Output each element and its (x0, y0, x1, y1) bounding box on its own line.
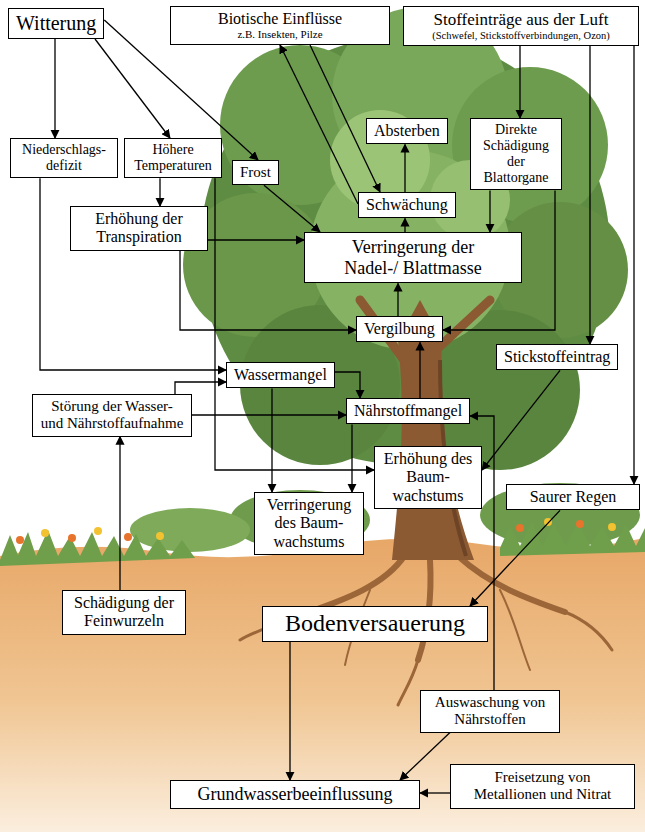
flower (156, 532, 164, 540)
box-label: Witterung (16, 12, 96, 35)
box-label: Absterben (374, 122, 440, 140)
arrow-connector (335, 372, 360, 398)
flower (124, 533, 132, 541)
process-box: Nährstoffmangel (346, 398, 470, 424)
arrow-connector (95, 39, 170, 138)
process-box: Saurer Regen (506, 484, 640, 510)
effect-box: Grundwasserbeeinflussung (170, 780, 420, 809)
arrow-connector (589, 46, 590, 344)
flower (544, 518, 552, 526)
roots (240, 555, 612, 705)
process-box: Bodenversauerung (262, 606, 488, 642)
box-label: Schädigung der Feinwurzeln (70, 594, 178, 631)
effect-box: Absterben (366, 118, 448, 144)
soil (0, 538, 645, 832)
box-label: Niederschlags- defizit (18, 142, 110, 174)
effect-box: Verringerung des Baum- wachstums (254, 492, 364, 555)
effect-box: Vergilbung (356, 316, 443, 342)
box-label: Biotische Einflüsse (178, 10, 382, 28)
flower (41, 529, 49, 537)
box-label: Stoffeinträge aus der Luft (411, 10, 631, 30)
arrow-connector (208, 239, 304, 240)
effect-box: Verringerung der Nadel-/ Blattmasse (304, 232, 522, 283)
process-box: Direkte Schädigung der Blattorgane (470, 118, 562, 190)
box-label: Frost (240, 164, 271, 181)
process-box: Höhere Temperaturen (124, 138, 222, 178)
arrow-connector (215, 178, 374, 470)
process-box: Frost (232, 160, 279, 185)
arrow-connector (397, 283, 398, 316)
box-label: Erhöhung der Transpiration (78, 210, 200, 247)
arrow-connector (192, 414, 346, 415)
arrow-connector (271, 388, 272, 492)
effect-box: Schwächung (358, 192, 456, 218)
flower (94, 527, 102, 535)
process-box: Wassermangel (226, 362, 335, 388)
arrow-connector (404, 144, 405, 192)
factor-box: Witterung (8, 8, 104, 39)
canopy (183, 7, 628, 470)
flower (516, 524, 524, 532)
box-label: Vergilbung (364, 320, 435, 338)
box-label: Verringerung des Baum- wachstums (262, 496, 356, 551)
box-label: Erhöhung des Baum- wachstums (382, 450, 474, 505)
arrow-connector (159, 178, 160, 206)
root (398, 660, 418, 705)
arrow-connector (633, 46, 634, 484)
process-box: Störung der Wasser- und Nährstoffaufnahm… (32, 394, 192, 437)
flower (16, 536, 24, 544)
box-label: Saurer Regen (514, 488, 632, 506)
box-label: Schwächung (366, 196, 448, 214)
box-label: Direkte Schädigung der Blattorgane (478, 122, 554, 186)
flower (68, 534, 76, 542)
arrow-connector (404, 218, 405, 232)
process-box: Stickstoffeintrag (496, 344, 618, 370)
box-label: Bodenversauerung (270, 610, 480, 638)
box-label: Grundwasserbeeinflussung (178, 784, 412, 805)
factor-box: Biotische Einflüssez.B. Insekten, Pilze (170, 6, 390, 45)
box-label: Wassermangel (234, 366, 327, 384)
arrow-connector (264, 185, 320, 232)
factor-box: Stoffeinträge aus der Luft(Schwefel, Sti… (403, 6, 639, 46)
effect-box: Erhöhung des Baum- wachstums (374, 446, 482, 509)
arrow-connector (420, 792, 450, 793)
arrow-connector (489, 190, 490, 232)
arrow-connector (280, 45, 358, 204)
arrow-connector (470, 510, 560, 606)
box-label: Höhere Temperaturen (132, 142, 214, 174)
arrow-connector (400, 733, 450, 781)
box-label: Störung der Wasser- und Nährstoffaufnahm… (40, 398, 184, 433)
shrub (130, 508, 250, 552)
box-label: Verringerung der Nadel-/ Blattmasse (329, 237, 497, 278)
box-label: Auswaschung von Nährstoffen (428, 694, 552, 729)
root (500, 590, 530, 670)
arrow-connector (289, 642, 290, 780)
process-box: Erhöhung der Transpiration (70, 206, 208, 251)
box-sublabel: z.B. Insekten, Pilze (178, 28, 382, 41)
root (565, 612, 612, 650)
branch (436, 300, 490, 350)
process-box: Niederschlags- defizit (10, 138, 118, 178)
arrow-connector (351, 424, 352, 492)
arrow-connector (119, 437, 120, 591)
box-label: Nährstoffmangel (354, 402, 462, 420)
grass-tuft (0, 530, 195, 566)
box-label: Stickstoffeintrag (504, 348, 610, 366)
arrow-connector (175, 382, 226, 394)
box-sublabel: (Schwefel, Stickstoffverbindungen, Ozon) (411, 30, 631, 42)
process-box: Auswaschung von Nährstoffen (420, 690, 560, 733)
arrow-connector (419, 342, 420, 398)
arrow-connector (519, 46, 520, 118)
box-label: Freisetzung von Metallionen und Nitrat (465, 769, 620, 804)
flower (608, 523, 616, 531)
process-box: Freisetzung von Metallionen und Nitrat (450, 764, 635, 809)
arrow-connector (40, 178, 226, 370)
arrow-connector (54, 39, 55, 138)
process-box: Schädigung der Feinwurzeln (62, 590, 186, 635)
root (458, 556, 565, 612)
flower (576, 520, 584, 528)
